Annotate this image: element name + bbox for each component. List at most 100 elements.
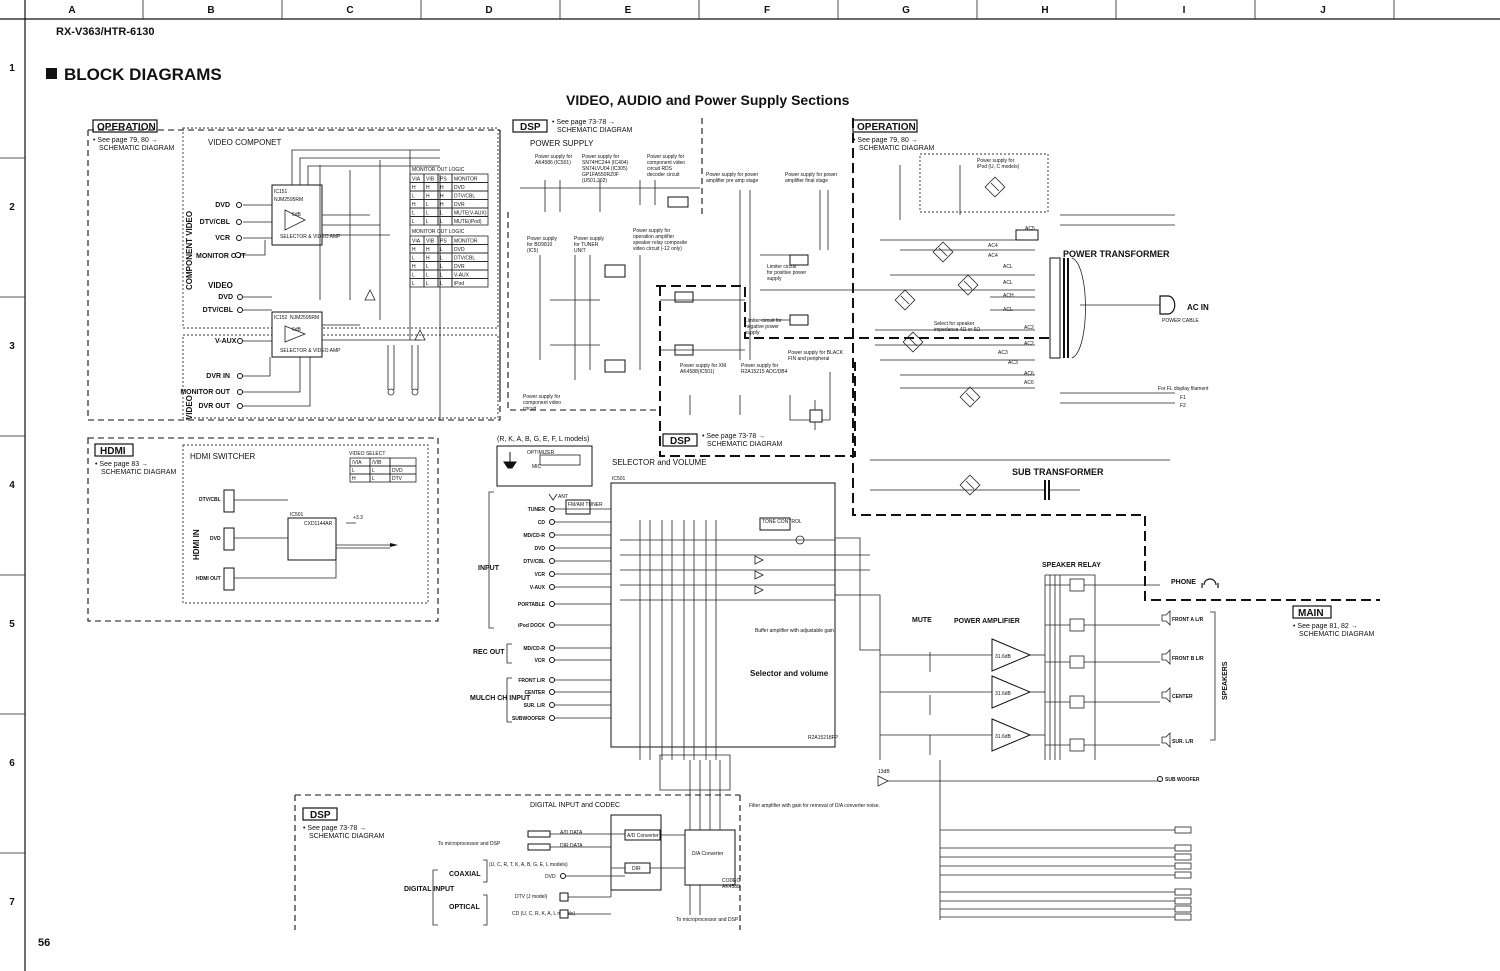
coax-jack-icon [560,873,566,879]
jack-icon [549,689,555,695]
chip-label: NJM2595RM [274,197,303,203]
ref-line: • See page 81, 82 → [1293,623,1358,630]
jack-icon [236,219,242,225]
voltage-label: +3.3 [353,515,363,521]
table-cell-text: H [426,256,430,262]
video-side-label: VIDEO [185,395,194,420]
mulch-input-label: SUR. L/R [524,703,546,709]
optical-port-icon [559,892,569,902]
ref-line: SCHEMATIC DIAGRAM [101,469,176,476]
table-cell-text: MONITOR [454,239,478,245]
power-note-line: AK4588(IC501) [680,369,715,375]
to-micro-bottom-label: To microprocessor and DSP [676,917,739,923]
selector-amp-label: SELECTOR & VIDEO AMP [280,234,341,240]
audio-input-label: DVD [534,546,545,552]
table-cell-text: L [372,476,375,482]
page-number: 56 [38,937,50,949]
section-title: BLOCK DIAGRAMS [64,65,222,84]
bridge-diode-mark [990,182,1000,192]
table-cell-text: L [440,273,443,279]
power-note-line: component video [523,400,561,406]
hdmi-port-icon [223,489,235,513]
phone-label: PHONE [1171,579,1196,586]
jack-icon [549,622,555,628]
audio-input-label: iPod DOCK [518,623,545,629]
ref-line: SCHEMATIC DIAGRAM [309,833,384,840]
connector-box [1174,862,1192,870]
jack-icon [237,403,243,409]
power-amp-block: MUTE POWER AMPLIFIER 31.6dB31.6dB31.6dB … [877,562,1229,787]
transformer-block: POWER TRANSFORMER AC IN POWER CABLE AC5A… [860,165,1209,500]
power-note-line: UNIT [574,248,586,254]
speaker-icon [1161,732,1171,748]
table-cell-text: H [440,202,444,208]
power-note-line: Power supply for XM [680,363,726,369]
table-cell-text: VIB [426,239,435,245]
ref-tag-label: DSP [670,436,691,447]
power-note-line: speaker relay composite [633,240,687,246]
power-note-line: amplifier final stage [785,178,828,184]
bridge-rectifier-icon [984,176,1006,198]
ac-tap-label: ACH [1003,293,1014,299]
video-input-label: DVD [218,294,233,301]
grid-row-label: 4 [9,480,15,491]
ac-tap-label: AC6 [1024,371,1034,377]
to-micro-label: To microprocessor and DSP [438,841,501,847]
table-cell [451,278,489,288]
jack-icon [237,307,243,313]
coax-in-label: DVD [545,874,556,880]
ac-tap-label: ACL [1003,264,1013,270]
ac-tap-label: AC5 [1025,226,1035,232]
codec-chip-label: AK4588 [722,884,740,890]
connector-box [1174,853,1192,861]
table-cell [389,457,417,467]
optimizer-box [496,445,593,487]
bridge-rectifier-list [894,176,1006,496]
diagram-title: VIDEO, AUDIO and Power Supply Sections [566,92,850,108]
jack-icon [1157,776,1163,782]
buffer-note: Buffer amplifier with adjustable gain [755,628,834,634]
ref-line: SCHEMATIC DIAGRAM [1299,631,1374,638]
jack-icon [236,202,242,208]
amp-gain-label: 31.6dB [995,734,1012,740]
table-cell-text: L [426,281,429,287]
grid-col-label: H [1041,5,1048,16]
grid-row-label: 2 [9,202,15,213]
table-cell-text: MONITOR [454,177,478,183]
bridge-diode-mark [965,392,975,402]
connector-box [1174,844,1192,852]
ref-dsp-mid: DSP • See page 73-78 → SCHEMATIC DIAGRAM [662,433,782,448]
video-title: VIDEO [208,281,233,290]
video-select-title: VIDEO SELECT [349,451,385,457]
table-cell-text: L [426,264,429,270]
table-cell-text: H [412,264,416,270]
audio-input-label: V-AUX [530,585,546,591]
optical-port-icon [559,909,569,919]
fl-label: F1 [1180,395,1186,401]
power-note-line: Power supply for power [785,172,838,178]
power-note-line: (IC5) [527,248,538,254]
table-cell-text: L [426,273,429,279]
jack-icon [237,389,243,395]
grid-row-label: 1 [9,63,15,74]
bridge-rectifier-icon [902,331,924,353]
ref-operation-left: OPERATION • See page 79, 80 → SCHEMATIC … [92,119,174,152]
table-cell-text: DVD [454,247,465,253]
power-note-line: negative power [745,324,779,330]
power-note-line: Power supply for [647,154,685,160]
connector-box [1174,871,1192,879]
optimizer-models: (R, K, A, B, G, E, F, L models) [497,436,589,443]
sub-transformer-label: SUB TRANSFORMER [1012,467,1104,477]
grid-col-label: J [1320,5,1326,16]
ref-line: SCHEMATIC DIAGRAM [707,441,782,448]
ref-line: • See page 73-78 → [303,825,366,832]
jack-icon [549,715,555,721]
hdmi-switcher-chip [287,517,337,561]
jack-icon [549,545,555,551]
table-cell-text: DTV/CBL [454,194,475,200]
comp-monitor-out-label: MONITOR OUT [196,253,246,260]
